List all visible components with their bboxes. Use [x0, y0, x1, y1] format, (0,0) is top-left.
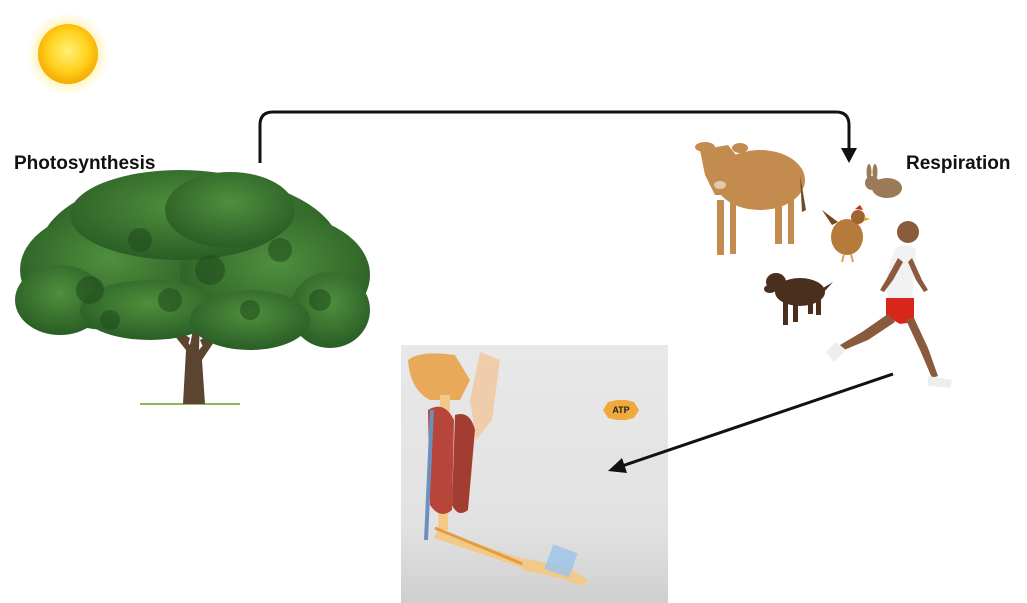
arm-muscle-icon — [408, 352, 588, 586]
atp-badge: ATP — [603, 400, 639, 420]
cow-icon — [695, 142, 806, 255]
atp-label: ATP — [612, 405, 629, 415]
energy-to-muscle-arrow — [608, 374, 893, 473]
rabbit-icon — [865, 164, 902, 198]
chicken-icon — [822, 205, 870, 262]
sun-icon — [26, 12, 110, 96]
tree-icon — [15, 170, 370, 404]
dog-icon — [764, 273, 833, 325]
